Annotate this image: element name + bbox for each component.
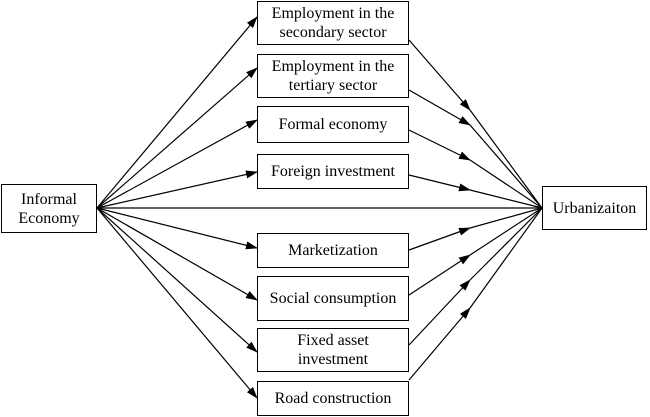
marketization-label: Marketization: [288, 242, 378, 259]
road-construction-node: Road construction: [257, 381, 409, 416]
arrow-informal-to-fixed-asset-investment: [96, 207, 258, 353]
arrow-employment-secondary-to-urbanization: [469, 109, 543, 209]
employment-secondary-node: Employment in the secondary sector: [257, 1, 409, 45]
arrow-informal-to-employment-secondary: [96, 16, 258, 209]
arrow-informal-to-foreign-investment: [96, 170, 258, 209]
fixed-asset-investment-node: Fixed asset investment: [257, 328, 409, 372]
arrow-social-consumption-to-urbanization-head: [408, 254, 471, 296]
arrow-employment-tertiary-to-urbanization: [469, 124, 543, 209]
formal-economy-node: Formal economy: [257, 106, 409, 143]
urbanization-label: Urbanizaiton: [552, 199, 637, 217]
employment-tertiary-label: Employment in the tertiary sector: [271, 58, 395, 94]
arrow-employment-tertiary-to-urbanization-head: [408, 89, 471, 126]
arrow-informal-to-employment-tertiary: [96, 67, 258, 209]
arrow-fixed-asset-investment-to-urbanization: [469, 207, 543, 281]
social-consumption-label: Social consumption: [269, 290, 397, 307]
arrow-road-construction-to-urbanization-head: [408, 307, 471, 381]
arrow-marketization-to-urbanization-head: [408, 227, 471, 251]
formal-economy-label: Formal economy: [278, 116, 388, 133]
arrow-foreign-investment-to-urbanization-head: [408, 174, 471, 192]
marketization-node: Marketization: [257, 233, 409, 268]
arrow-road-construction-to-urbanization: [469, 207, 543, 309]
arrow-fixed-asset-investment-to-urbanization-head: [408, 279, 471, 346]
urbanization-node: Urbanizaiton: [542, 186, 647, 230]
foreign-investment-node: Foreign investment: [257, 154, 409, 189]
foreign-investment-label: Foreign investment: [271, 163, 395, 180]
arrow-informal-to-social-consumption: [96, 207, 258, 301]
arrow-formal-economy-to-urbanization: [469, 159, 543, 209]
informal-economy-node: Informal Economy: [1, 184, 97, 233]
arrow-social-consumption-to-urbanization: [469, 207, 543, 256]
arrow-informal-to-formal-economy: [96, 119, 258, 209]
road-construction-label: Road construction: [274, 390, 392, 407]
informal-economy-label: Informal Economy: [18, 190, 80, 227]
employment-tertiary-node: Employment in the tertiary sector: [257, 54, 409, 98]
arrow-employment-secondary-to-urbanization-head: [408, 39, 471, 111]
employment-secondary-label: Employment in the secondary sector: [271, 5, 395, 41]
arrow-informal-to-road-construction: [96, 207, 258, 399]
social-consumption-node: Social consumption: [257, 276, 409, 321]
arrow-informal-to-marketization: [96, 207, 258, 250]
fixed-asset-investment-label: Fixed asset investment: [297, 332, 369, 368]
arrow-formal-economy-to-urbanization-head: [408, 129, 471, 161]
arrow-marketization-to-urbanization: [469, 207, 543, 229]
arrow-foreign-investment-to-urbanization: [469, 189, 543, 209]
